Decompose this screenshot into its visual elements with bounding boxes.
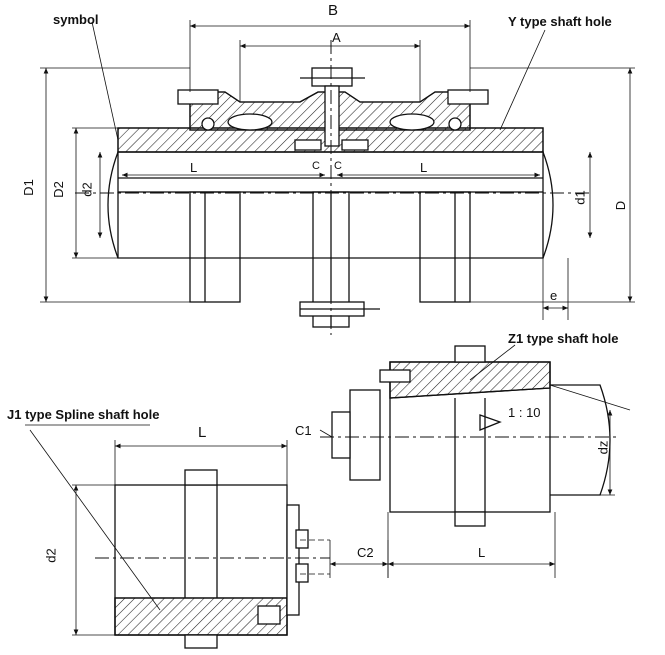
z1-shaft-hole-view [320, 344, 631, 578]
dim-l-right: L [420, 160, 428, 175]
dim-small-d2-upper: d2 [79, 182, 95, 197]
j1-spline-shaft-hole-view [25, 424, 389, 649]
dim-dz: dz [595, 440, 611, 455]
z1-type-shaft-hole-label: Z1 type shaft hole [508, 331, 619, 346]
symbol-label: symbol [53, 12, 99, 27]
dim-small-d1: d1 [572, 190, 588, 205]
dim-d2-upper: D2 [50, 181, 66, 198]
dim-c2: C2 [357, 545, 374, 560]
dim-d1-upper: D1 [20, 179, 36, 196]
dim-d: D [613, 200, 629, 211]
dim-b: B [328, 2, 339, 19]
y-type-shaft-hole-label: Y type shaft hole [508, 14, 612, 29]
dim-c-right: C [334, 160, 342, 172]
dim-l-left: L [190, 160, 198, 175]
dim-e: e [550, 288, 558, 303]
dim-a: A [332, 30, 341, 45]
dim-l-z1: L [478, 545, 486, 560]
j1-type-spline-shaft-hole-label: J1 type Spline shaft hole [7, 407, 160, 422]
dim-small-d2-lower: d2 [43, 548, 59, 563]
dim-c1: C1 [295, 423, 312, 438]
taper-ratio: 1 : 10 [508, 405, 541, 420]
top-coupling-view [40, 20, 635, 335]
dim-c-left: C [312, 160, 320, 172]
dim-l-j1: L [198, 424, 207, 441]
